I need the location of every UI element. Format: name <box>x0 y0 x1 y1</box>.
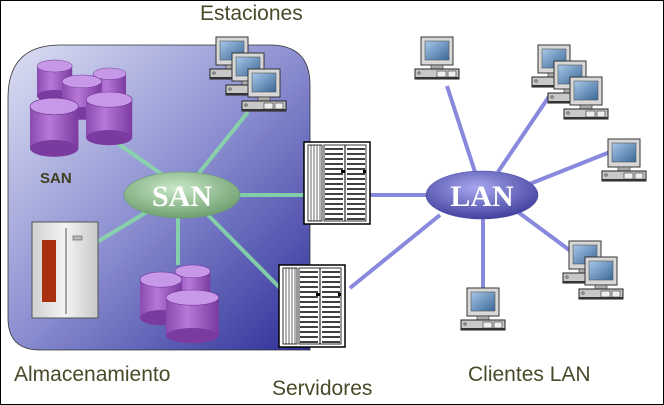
label-lan-clients: Clientes LAN <box>468 363 591 386</box>
san-links <box>95 110 305 290</box>
link-lan-client-1 <box>445 85 477 173</box>
lan-client-group-2 <box>562 240 624 300</box>
label-san-small: SAN <box>40 170 72 187</box>
link-lan-client-2 <box>526 150 611 187</box>
san-hub: SAN <box>123 171 241 219</box>
lan-links <box>348 85 611 290</box>
link-san-workstations <box>193 110 250 180</box>
link-san-cabinet <box>95 208 152 244</box>
label-stations: Estaciones <box>200 2 303 25</box>
link-san-disks-top <box>108 136 172 182</box>
server-1 <box>303 141 371 225</box>
link-lan-client-group-1 <box>496 93 552 174</box>
lan-hub: LAN <box>425 170 539 220</box>
lan-hub-label: LAN <box>450 180 514 213</box>
label-storage: Almacenamiento <box>14 363 171 386</box>
lan-client-3 <box>460 287 506 331</box>
server-2 <box>278 264 346 348</box>
link-lan-client-group-2 <box>516 210 574 254</box>
lan-client-1 <box>414 36 460 80</box>
storage-cabinet <box>31 221 99 319</box>
link-san-server-2 <box>206 213 282 290</box>
link-lan-server-2 <box>348 213 442 290</box>
san-hub-label: SAN <box>152 180 212 213</box>
label-servers: Servidores <box>272 377 373 400</box>
lan-client-2 <box>601 138 647 182</box>
